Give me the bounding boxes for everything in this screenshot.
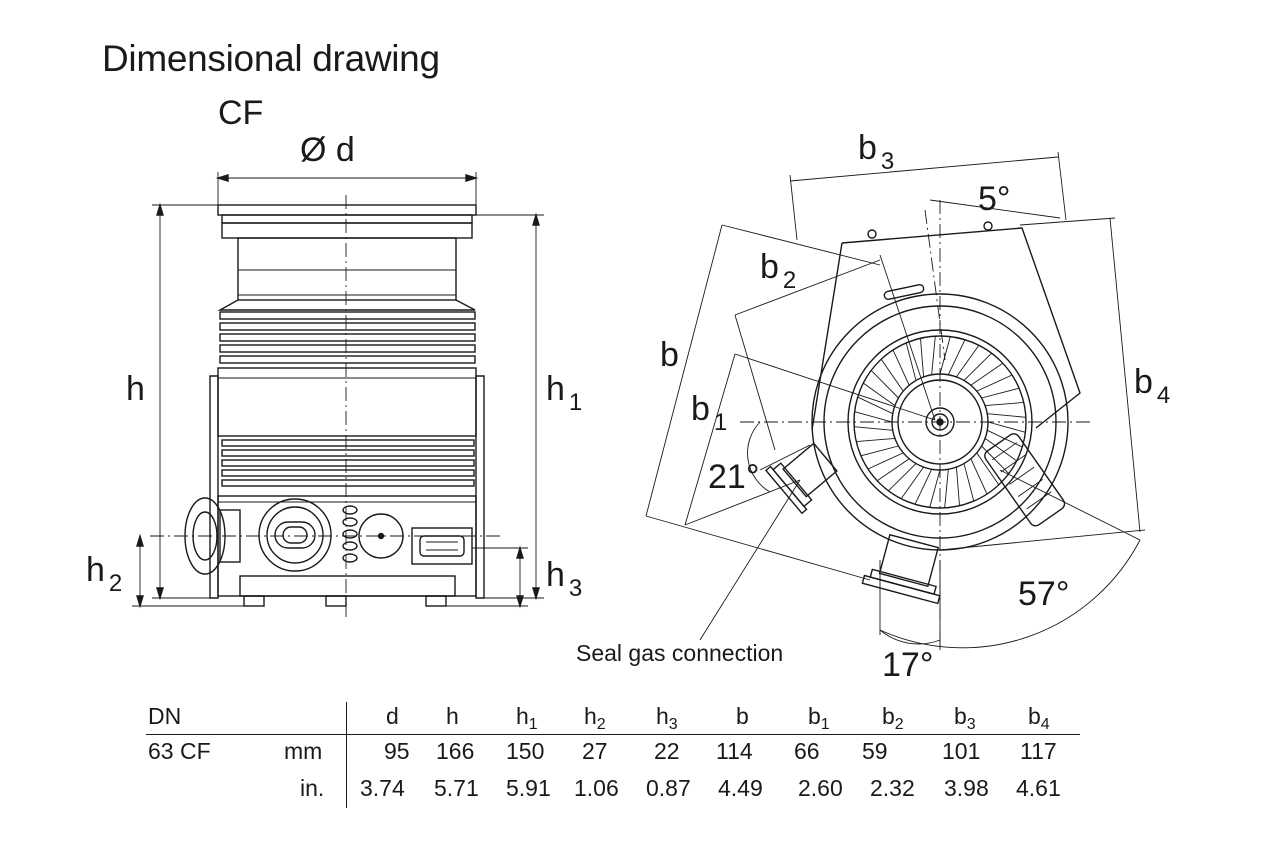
rotor-blade <box>987 413 1026 418</box>
rotor-blade <box>920 338 925 377</box>
cooling-fins <box>219 311 476 364</box>
rotor-blade <box>867 452 904 470</box>
angle-57-label: 57° <box>1018 575 1070 613</box>
rotor-blade <box>987 421 1026 433</box>
rotor-blade <box>856 437 895 442</box>
seal-gas-connection-label: Seal gas connection <box>576 640 784 666</box>
b-label: b <box>660 336 679 374</box>
rotor-blade <box>863 382 896 406</box>
rotor-blade <box>931 336 936 375</box>
rotor-blade <box>892 349 910 386</box>
rotor-blade <box>854 426 893 431</box>
rotor-blade <box>876 458 910 482</box>
rotor-blade <box>963 463 975 502</box>
rotor-blade <box>955 467 960 506</box>
rotor-blade <box>944 469 949 508</box>
round-port <box>258 498 332 572</box>
electrical-connector <box>411 527 473 565</box>
angle-17-label: 17° <box>882 646 934 684</box>
rotor-blade <box>939 336 951 375</box>
rotor-blade <box>880 358 904 392</box>
rotor-blade <box>860 445 899 457</box>
rotor-blade <box>857 396 893 415</box>
rotor-blade <box>984 438 1017 462</box>
h-label: h <box>126 370 145 408</box>
diameter-label: Ø d <box>300 131 355 169</box>
rotor-blade <box>970 362 1004 386</box>
rotor-blade <box>870 370 899 399</box>
rotor-blade <box>963 352 992 381</box>
rotor-blade <box>956 345 980 378</box>
rotor-blade <box>976 374 1013 392</box>
rotor-blade <box>976 452 1000 486</box>
rotor-blade <box>900 466 924 499</box>
rotor-blade <box>905 342 917 381</box>
top-view <box>645 151 1146 650</box>
rotor-blade <box>888 463 917 492</box>
page-title: Dimensional drawing <box>102 38 440 79</box>
angle-5-label: 5° <box>978 180 1011 218</box>
rotor-blade <box>970 458 988 495</box>
rotor-blade <box>854 411 893 423</box>
rotor-blade <box>981 445 1010 474</box>
rotor-blade <box>929 469 941 508</box>
angle-21-label: 21° <box>708 458 760 496</box>
side-view <box>132 172 544 620</box>
variant-label: CF <box>218 94 264 132</box>
rotor-blade <box>981 387 1020 399</box>
rotor-blade <box>947 339 966 375</box>
rotor-blade <box>985 402 1024 407</box>
rotor-blade <box>914 469 933 505</box>
